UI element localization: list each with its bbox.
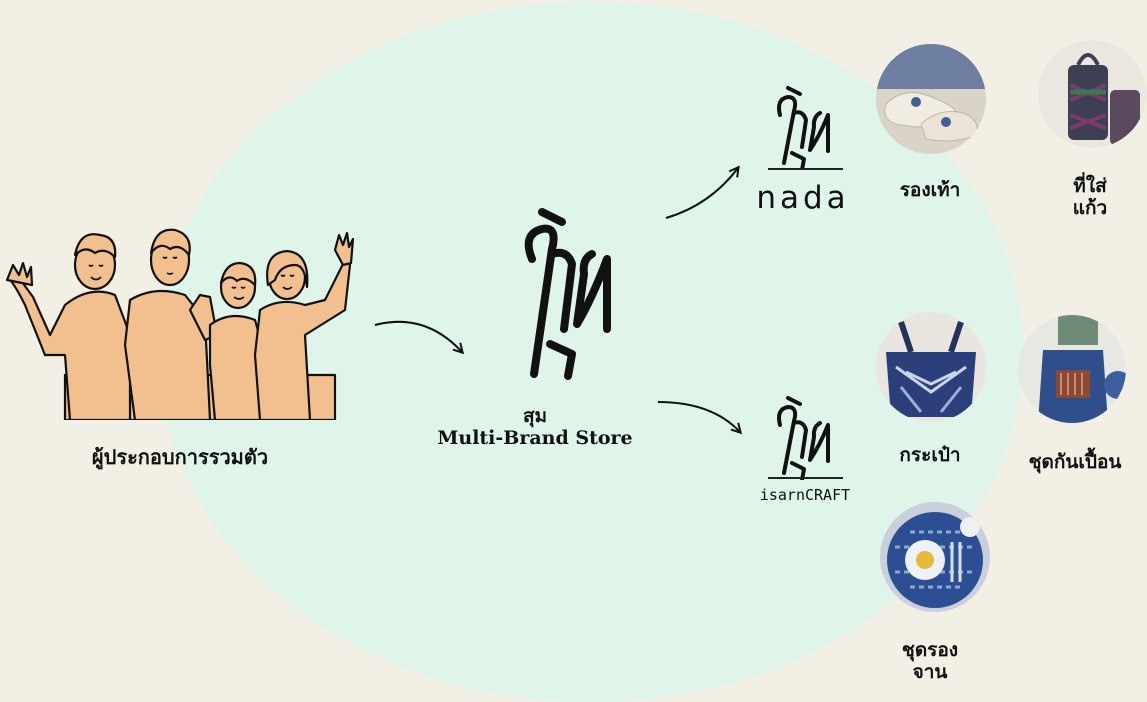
placemat-photo: [880, 502, 990, 612]
store-logo: [524, 208, 611, 380]
cup-holder-photo: [1038, 40, 1146, 148]
product-label-shoes: รองเท้า: [899, 179, 961, 201]
bag-photo: [876, 312, 986, 422]
apron-photo: [1018, 315, 1126, 423]
store-name-english: Multi-Brand Store: [437, 426, 633, 449]
product-label-placemat: ชุดรอง จาน: [885, 639, 975, 684]
isarncraft-divider: [768, 477, 843, 479]
shoes-photo: [876, 44, 986, 154]
nada-wordmark: nada: [756, 180, 850, 216]
product-label-placemat-text: ชุดรอง จาน: [901, 639, 959, 683]
product-label-bag: กระเป๋า: [899, 444, 961, 466]
nada-logo: [777, 86, 830, 170]
isarncraft-wordmark: isarnCRAFT: [759, 486, 851, 504]
isarncraft-logo: [777, 396, 830, 480]
nada-divider: [768, 168, 843, 170]
entrepreneurs-label: ผู้ประกอบการรวมตัว: [91, 445, 269, 469]
product-label-apron: ชุดกันเปื้อน: [1028, 451, 1122, 473]
entrepreneurs-illustration: [5, 228, 355, 420]
product-label-cup-holder: ที่ใส่ แก้ว: [1050, 175, 1130, 220]
store-name-thai: สุม: [522, 405, 548, 427]
store-name: สุม Multi-Brand Store: [405, 405, 665, 450]
product-label-cup-holder-text: ที่ใส่ แก้ว: [1072, 175, 1108, 219]
